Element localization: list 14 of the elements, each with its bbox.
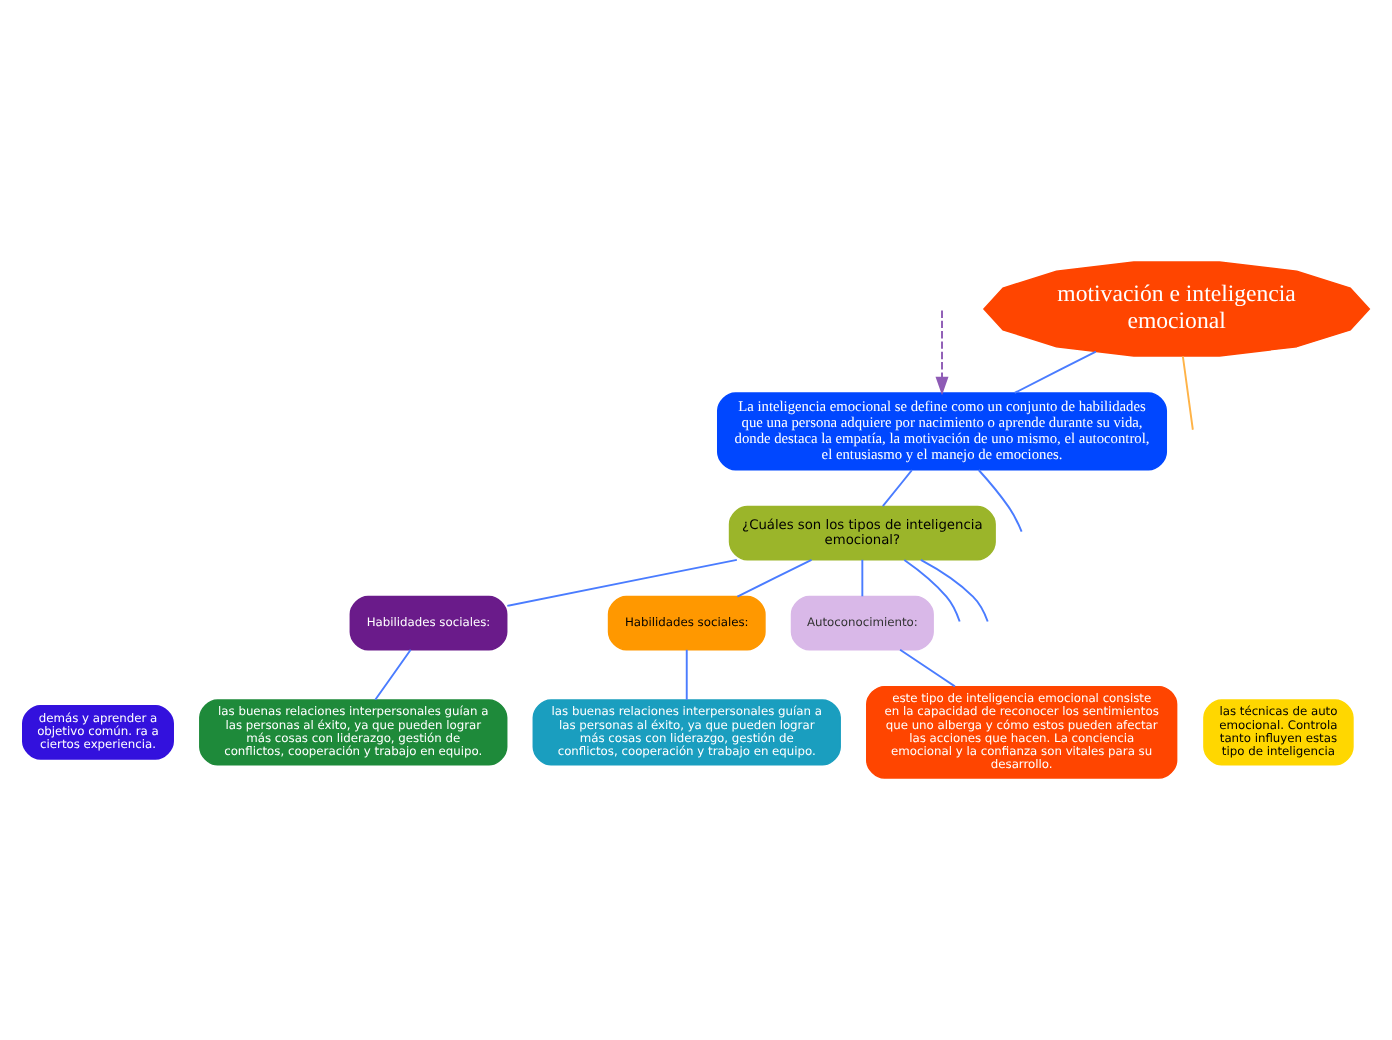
connector [903, 559, 961, 623]
connector [899, 648, 956, 688]
connector [506, 558, 738, 607]
connector [861, 558, 864, 598]
connector [1013, 350, 1097, 394]
connector [1181, 355, 1194, 431]
connector [881, 469, 913, 508]
connector [685, 648, 688, 701]
connector [736, 558, 813, 598]
connector [374, 648, 412, 701]
connector [919, 559, 989, 623]
arrow [935, 309, 949, 396]
connector [977, 469, 1023, 533]
node-box: La inteligencia emocional se define como un conjunto de habilidades que una persona adquiere por nacimiento o aprende durante su vida, donde destaca la empatía, la motivación de uno mismo, el autocontrol, el entusiasmo y el manejo de emociones. [717, 392, 1168, 471]
